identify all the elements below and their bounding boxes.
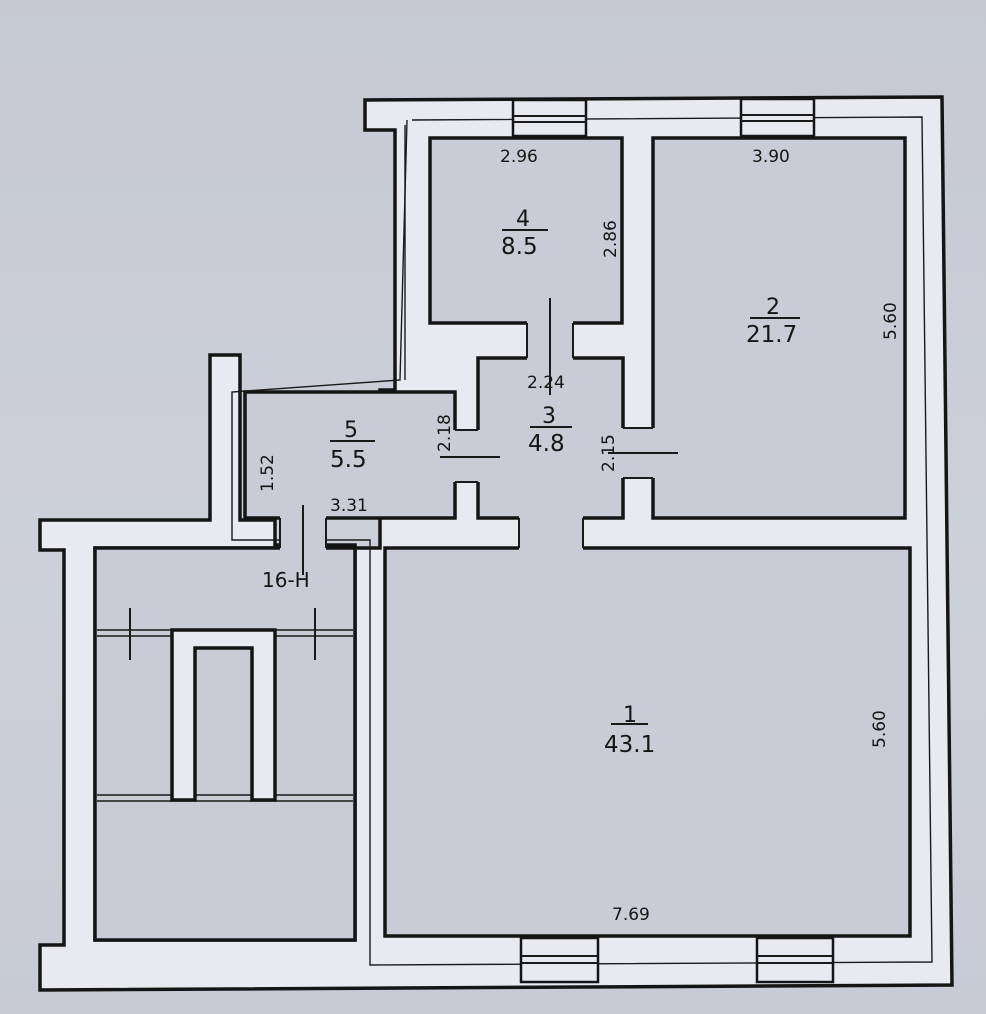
dim-room3-right: 2.15 [599, 434, 619, 472]
dim-room1-height: 5.60 [870, 710, 890, 748]
room-2-area: 21.7 [746, 322, 797, 348]
dim-room3-width: 2.24 [527, 373, 565, 393]
stair-label: 16-Н [262, 568, 310, 592]
room-1-area: 43.1 [604, 732, 655, 758]
dim-room2-height: 5.60 [881, 302, 901, 340]
dim-room5-width: 3.31 [330, 496, 368, 516]
room-5-number: 5 [344, 418, 358, 443]
room-2-number: 2 [766, 295, 780, 320]
room-4-area: 8.5 [501, 234, 538, 260]
dim-room4-width: 2.96 [500, 147, 538, 167]
window-top-2 [739, 97, 816, 138]
dim-room3-left: 2.18 [435, 414, 455, 452]
door-3-1 [519, 516, 583, 550]
dim-room4-height: 2.86 [601, 220, 621, 258]
window-bottom-2 [755, 936, 835, 984]
dim-room2-width: 3.90 [752, 147, 790, 167]
dim-room1-width: 7.69 [612, 905, 650, 925]
room-1-number: 1 [623, 703, 637, 728]
stair-room [93, 546, 357, 942]
room-4-number: 4 [516, 207, 530, 232]
room-5-area: 5.5 [330, 447, 367, 473]
room-3-area: 4.8 [528, 431, 565, 457]
room-3-number: 3 [542, 404, 556, 429]
inner-wall-line [231, 116, 933, 966]
staircase [97, 608, 353, 802]
window-bottom-1 [519, 936, 600, 984]
room-2 [651, 136, 907, 520]
window-top-1 [511, 98, 588, 138]
room-1 [383, 546, 912, 938]
dim-room5-height: 1.52 [258, 454, 278, 492]
